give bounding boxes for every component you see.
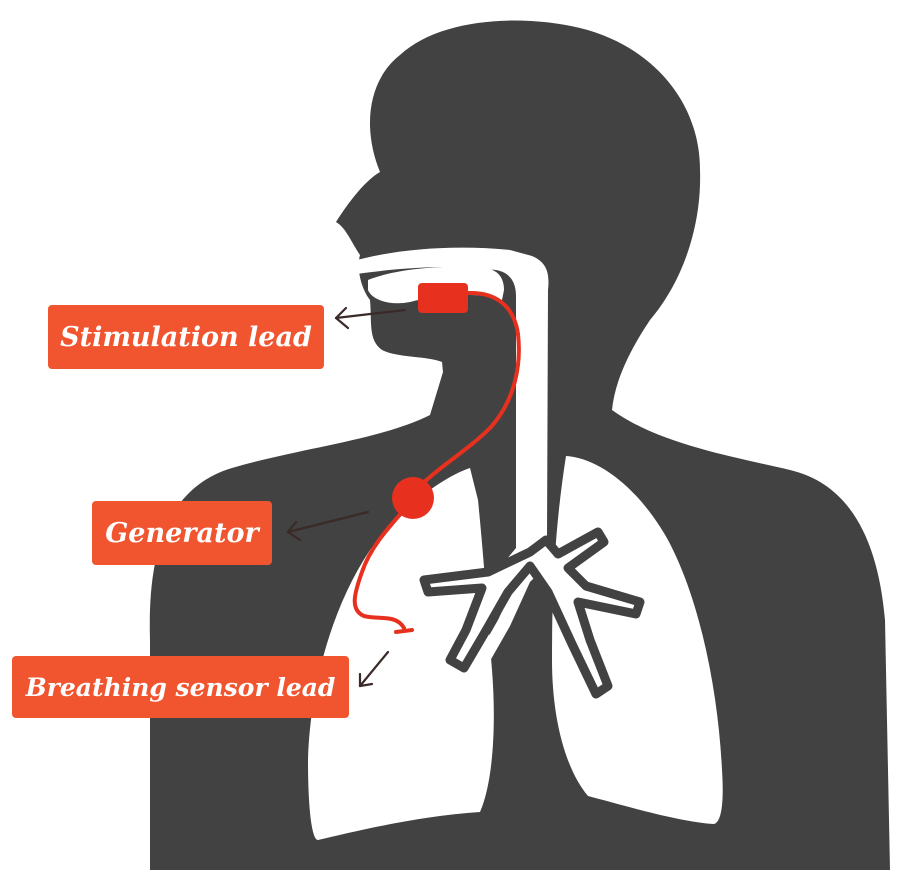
generator-device [392, 477, 434, 519]
breathing-sensor-lead-text: Breathing sensor lead [26, 673, 336, 702]
breathing-sensor-lead-label: Breathing sensor lead [12, 656, 349, 718]
stimulation-lead-label: Stimulation lead [48, 305, 324, 369]
sensor-lead-tip [396, 630, 412, 632]
stimulation-lead-text: Stimulation lead [60, 322, 312, 353]
stimulation-cuff [418, 283, 468, 313]
generator-text: Generator [105, 518, 258, 549]
generator-label: Generator [92, 501, 272, 565]
